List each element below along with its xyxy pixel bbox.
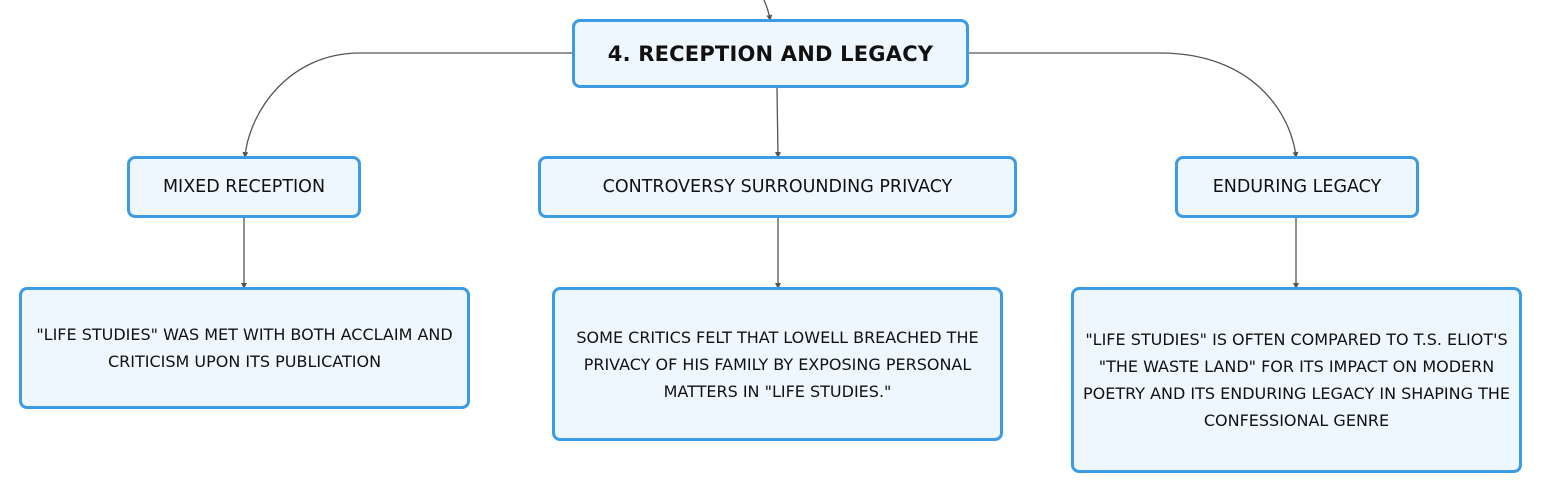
branch-node-controversy-surrounding-privacy[interactable]: CONTROVERSY SURROUNDING PRIVACY xyxy=(538,156,1017,218)
root-node[interactable]: 4. RECEPTION AND LEGACY xyxy=(572,19,969,88)
branch-node-mixed-reception[interactable]: MIXED RECEPTION xyxy=(127,156,361,218)
detail-node-mixed-reception[interactable]: "LIFE STUDIES" WAS MET WITH BOTH ACCLAIM… xyxy=(19,287,470,409)
connector-root-to-controversy xyxy=(774,87,781,158)
detail-node-enduring-legacy[interactable]: "LIFE STUDIES" IS OFTEN COMPARED TO T.S.… xyxy=(1071,287,1522,473)
incoming-connector xyxy=(763,0,773,21)
connector-root-to-enduring-legacy xyxy=(969,52,1299,158)
connector-root-to-mixed-reception xyxy=(242,52,572,158)
detail-node-controversy-surrounding-privacy[interactable]: SOME CRITICS FELT THAT LOWELL BREACHED T… xyxy=(552,287,1003,441)
branch-node-enduring-legacy[interactable]: ENDURING LEGACY xyxy=(1175,156,1419,218)
